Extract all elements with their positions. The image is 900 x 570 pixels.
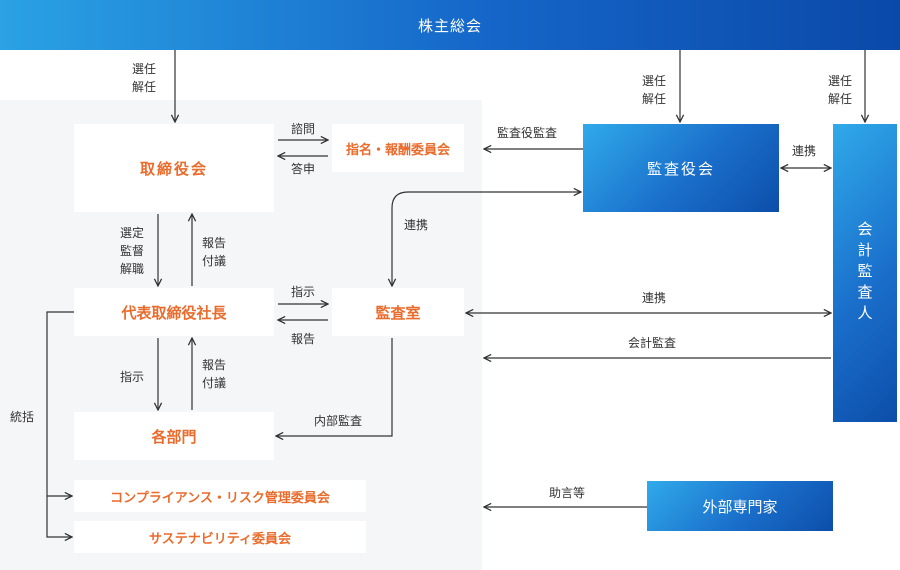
label-elect-accountant: 選任解任 xyxy=(828,74,853,106)
accounting-auditor-label: 会計監査人 xyxy=(855,220,874,326)
label-report-proposal-dept: 報告付議 xyxy=(202,358,227,390)
label-overall-control: 統括 xyxy=(10,410,35,424)
label-accounting-audit: 会計監査 xyxy=(628,336,677,350)
label-report-audit: 報告 xyxy=(291,332,316,346)
arrow-cooperation-audit-office xyxy=(392,192,581,286)
external-experts-box: 外部専門家 xyxy=(647,481,833,531)
label-instruct-audit: 指示 xyxy=(291,285,316,299)
arrow-internal-audit xyxy=(276,338,393,436)
nomination-committee-box: 指名・報酬委員会 xyxy=(332,124,464,172)
label-report-back: 答申 xyxy=(291,162,316,176)
label-internal-audit: 内部監査 xyxy=(314,414,363,428)
label-select-supervise: 選定監督解職 xyxy=(120,226,145,276)
compliance-committee-box: コンプライアンス・リスク管理委員会 xyxy=(74,480,366,512)
label-instruct-dept: 指示 xyxy=(120,370,145,384)
label-elect-board: 選任解任 xyxy=(132,62,157,94)
accounting-auditor-box: 会計監査人 xyxy=(833,124,897,422)
overall-control-bracket xyxy=(46,311,74,537)
label-cooperation-1: 連携 xyxy=(792,144,817,158)
departments-box: 各部門 xyxy=(74,412,274,460)
label-consult: 諮問 xyxy=(291,122,316,136)
sustainability-committee-box: サステナビリティ委員会 xyxy=(74,521,366,553)
label-report-proposal-board: 報告付議 xyxy=(202,236,227,268)
label-elect-audit: 選任解任 xyxy=(642,74,667,106)
label-advice: 助言等 xyxy=(549,486,586,500)
audit-office-box: 監査室 xyxy=(332,288,464,336)
shareholders-meeting: 株主総会 xyxy=(0,0,900,50)
label-cooperation-3: 連携 xyxy=(642,291,667,305)
ceo-box: 代表取締役社長 xyxy=(74,288,274,336)
audit-board-box: 監査役会 xyxy=(583,124,779,212)
label-cooperation-2: 連携 xyxy=(404,218,429,232)
label-audit-of-officers: 監査役監査 xyxy=(497,126,558,140)
board-of-directors-box: 取締役会 xyxy=(74,124,274,212)
